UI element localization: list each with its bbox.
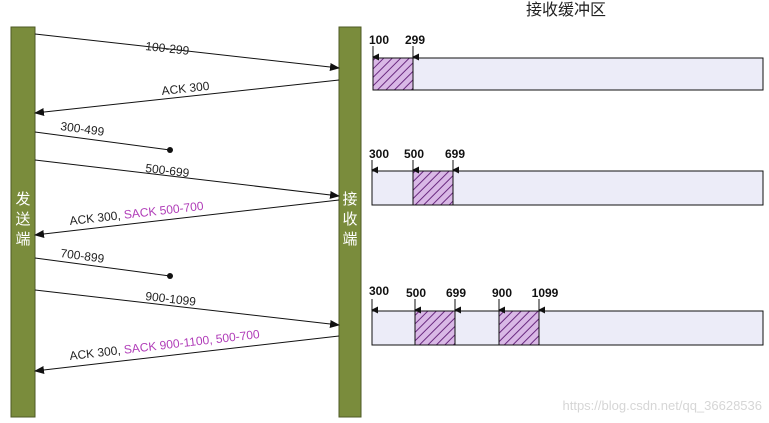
buffer-3-marker-300: 300: [369, 284, 389, 298]
arrow-ack-300-1: [34, 79, 340, 117]
arrow-100-299: [34, 33, 340, 71]
sender-bar: 发 送 端: [10, 26, 36, 418]
buffer-2-received-500-699: [412, 170, 454, 206]
receiver-label-char-2: 收: [342, 210, 357, 228]
lost-packet-dot-2: [167, 273, 173, 279]
msg-300-499: 300-499: [60, 119, 106, 139]
arrow-700-899-lost: [34, 257, 171, 277]
buffer-3-marker-900: 900: [492, 286, 512, 300]
buffer-1-marker-100: 100: [369, 33, 389, 47]
buffer-3-received-500-699: [414, 310, 456, 346]
sender-label-char-1: 发: [15, 190, 30, 208]
buffer-1-bar: [372, 57, 764, 91]
buffer-1-received-100-299: [372, 57, 414, 91]
arrow-300-499-lost: [34, 131, 171, 151]
buffer-2-marker-699: 699: [445, 147, 465, 161]
msg-500-699: 500-699: [145, 161, 191, 180]
receiver-bar: 接 收 端: [338, 26, 362, 418]
buffer-2-marker-500: 500: [404, 147, 424, 161]
buffer-3: 300 500 699 900 1099: [369, 284, 764, 346]
lost-packet-dot-1: [167, 147, 173, 153]
watermark: https://blog.csdn.net/qq_36628536: [563, 398, 763, 413]
receiver-label-char-1: 接: [342, 190, 357, 208]
buffer-3-marker-1099: 1099: [532, 286, 559, 300]
arrow-500-699: [34, 159, 340, 199]
buffer-3-received-900-1099: [498, 310, 540, 346]
buffer-title: 接收缓冲区: [526, 0, 606, 19]
arrow-ack-sack-2: [34, 335, 340, 374]
msg-ack-sack-1-ack: ACK 300,: [69, 208, 125, 228]
msg-ack-sack-2-ack: ACK 300,: [69, 343, 125, 363]
sender-label-char-3: 端: [15, 230, 30, 248]
msg-ack-sack-2-sack: SACK 900-1100, 500-700: [123, 327, 261, 357]
buffer-3-marker-500: 500: [406, 286, 426, 300]
arrow-900-1099: [34, 289, 340, 328]
msg-100-299: 100-299: [145, 39, 191, 58]
buffer-2: 300 500 699: [369, 147, 764, 206]
buffer-1: 100 299: [369, 33, 764, 91]
arrow-ack-sack-1: [34, 199, 340, 238]
msg-900-1099: 900-1099: [145, 289, 197, 309]
msg-ack-sack-2: ACK 300, SACK 900-1100, 500-700: [69, 327, 261, 363]
msg-ack-300-1: ACK 300: [161, 79, 211, 98]
buffer-1-marker-299: 299: [405, 33, 425, 47]
buffer-3-marker-699: 699: [446, 286, 466, 300]
receiver-label-char-3: 端: [342, 230, 357, 248]
buffer-2-marker-300: 300: [369, 147, 389, 161]
msg-700-899: 700-899: [60, 246, 106, 266]
msg-ack-sack-1-sack: SACK 500-700: [123, 199, 204, 222]
sender-label-char-2: 送: [15, 210, 30, 228]
